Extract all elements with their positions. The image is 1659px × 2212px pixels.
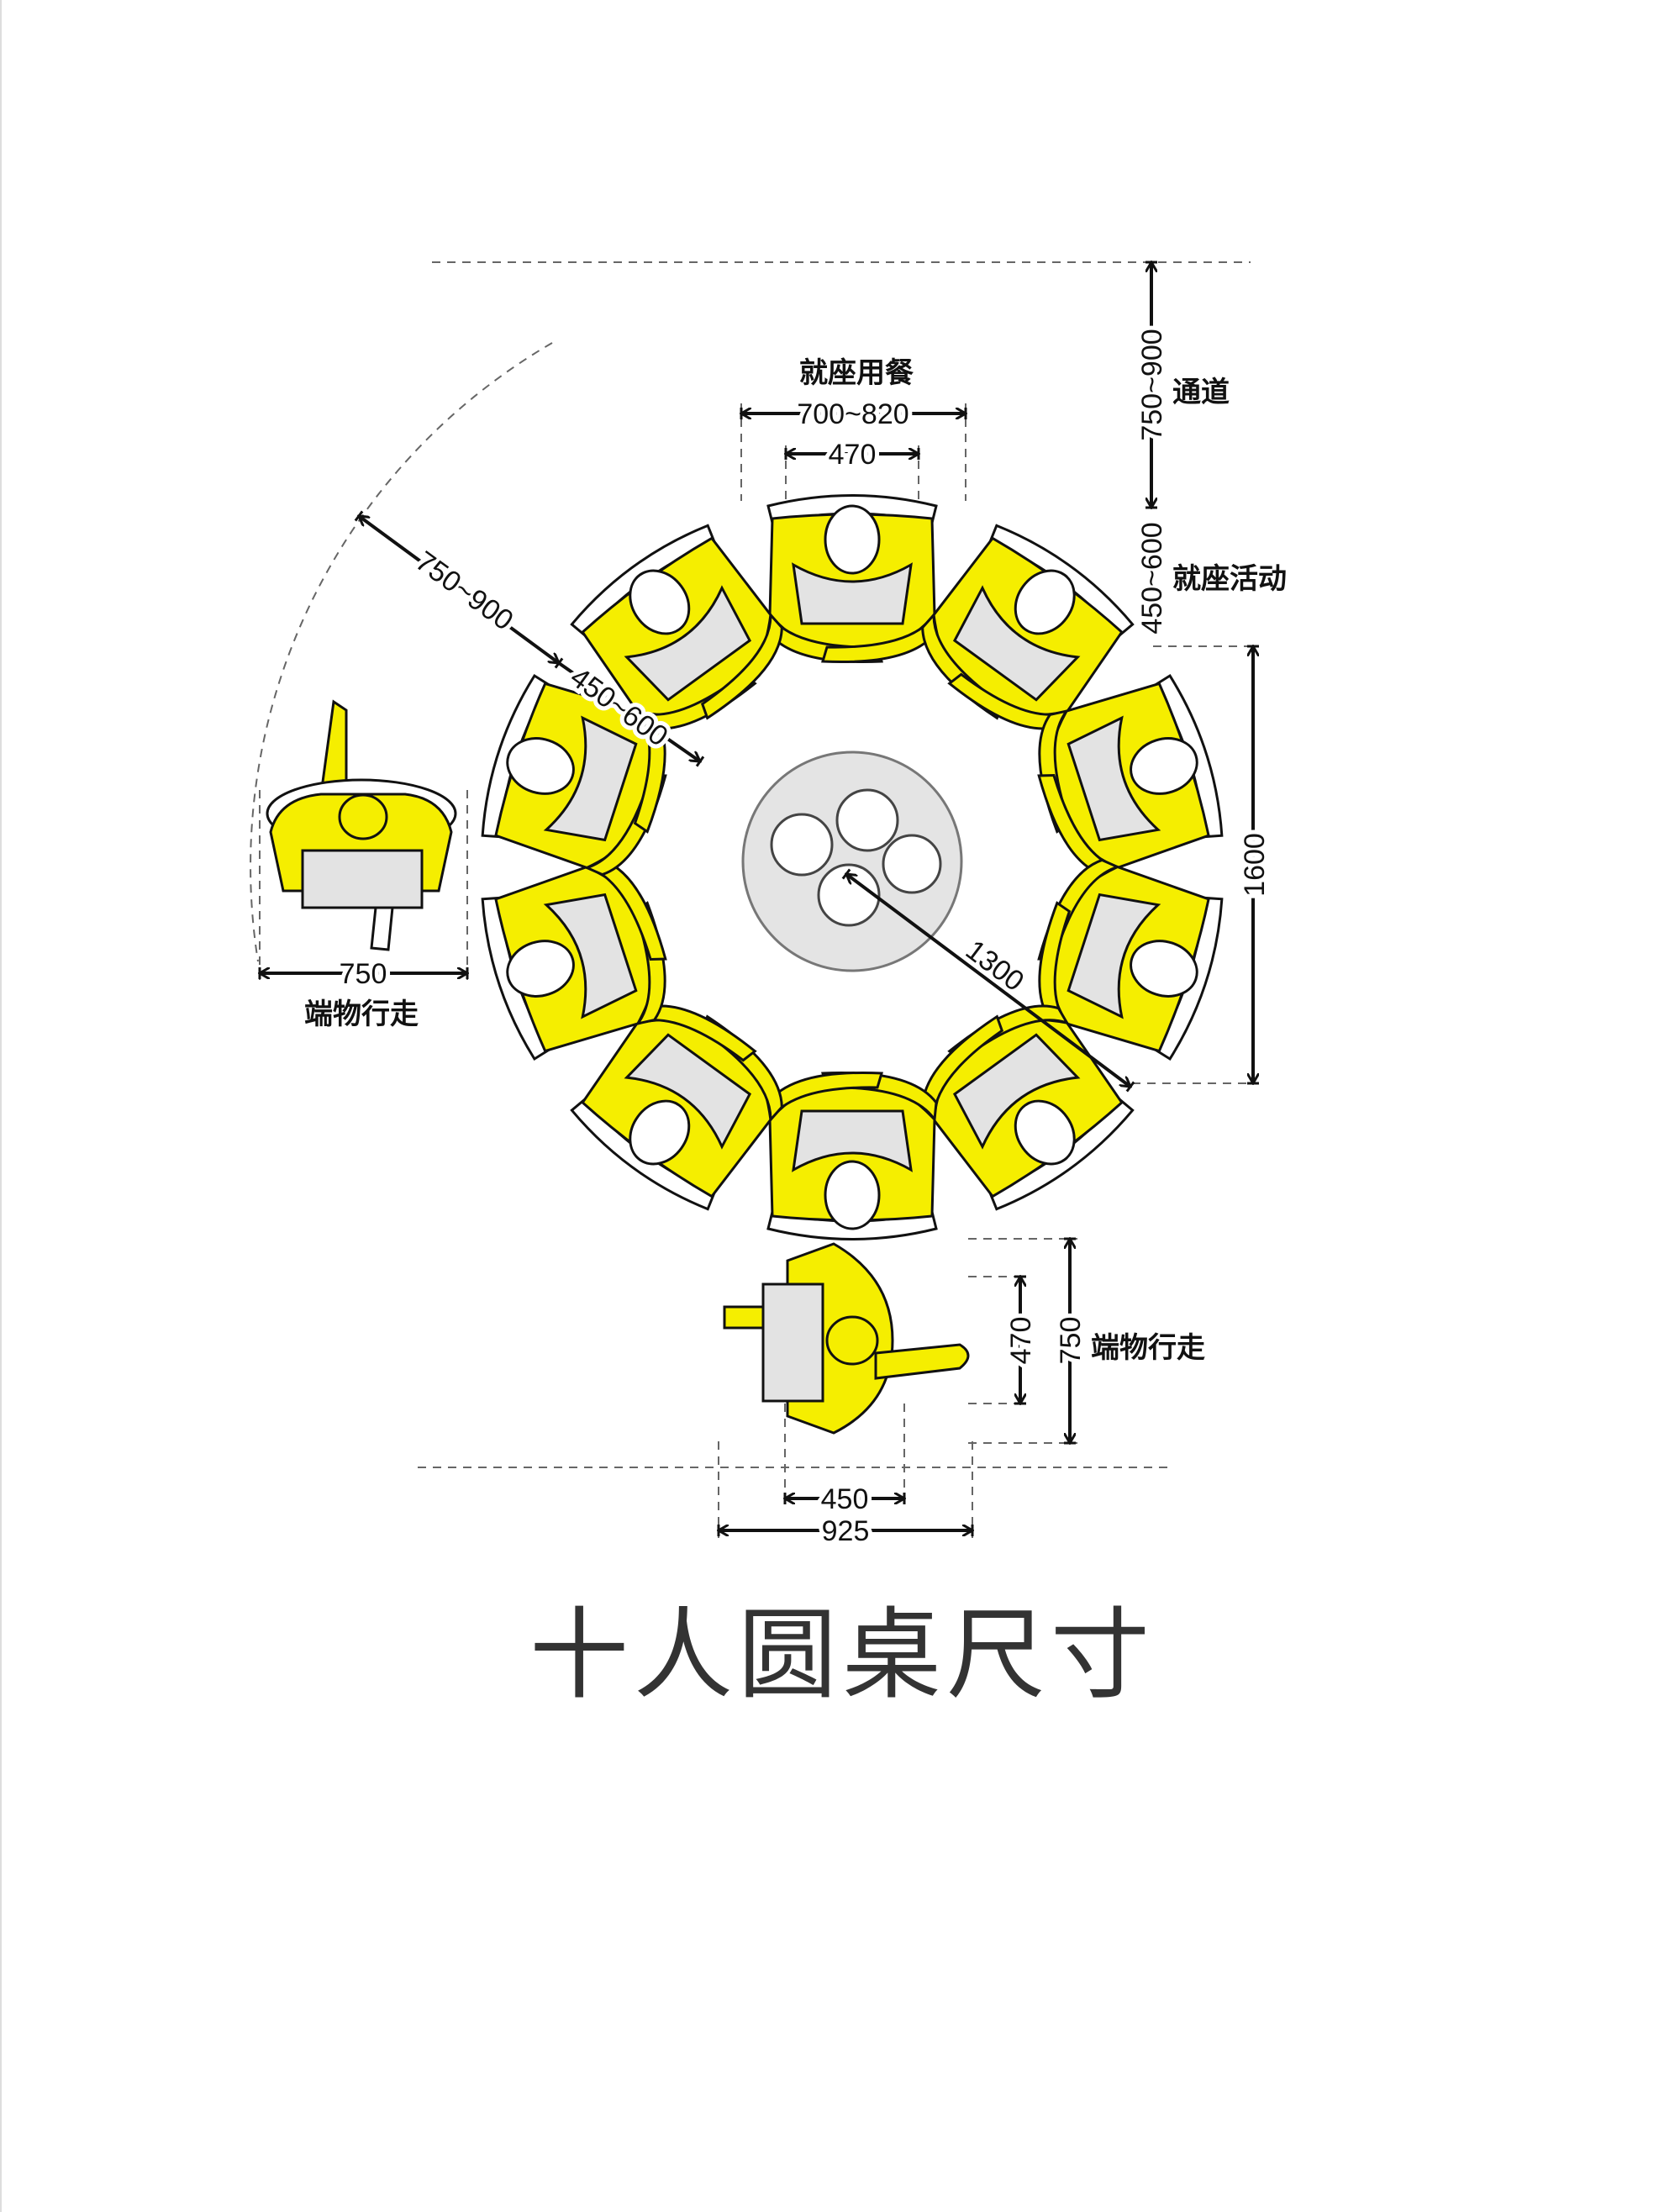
label-left-walk-width: 750 (340, 958, 387, 990)
seated-person (766, 1071, 938, 1240)
dim-diag-aisle (359, 516, 559, 663)
tray (301, 849, 424, 909)
label-diag-aisle: 750~900 (409, 545, 519, 637)
label-bottom-body-depth: 470 (1005, 1317, 1037, 1365)
label-bottom-walk-depth: 750 (1055, 1317, 1087, 1365)
label-body-width: 450 (821, 1483, 869, 1515)
seated-person (1037, 673, 1224, 877)
page-title: 十人圆桌尺寸 (529, 1597, 1155, 1713)
label-seated-activity: 就座活动 (1172, 562, 1287, 596)
label-table-diameter: 1600 (1239, 833, 1271, 897)
label-seat-width: 700~820 (797, 398, 908, 430)
label-person-width: 470 (829, 439, 877, 471)
dish-plate (882, 834, 942, 894)
dish-plate (770, 813, 834, 877)
dim-radius (846, 874, 1130, 1087)
dim-diag-activity (557, 661, 700, 761)
waiter-bottom (723, 1242, 970, 1435)
seated-person (921, 524, 1135, 730)
label-total-width: 925 (822, 1515, 870, 1547)
aisle-arc (250, 342, 553, 962)
tray (761, 1282, 824, 1403)
seated-person (481, 858, 667, 1061)
seated-person (766, 494, 938, 664)
label-left-walk: 端物行走 (304, 998, 419, 1031)
label-activity-range: 450~600 (1136, 522, 1168, 634)
label-aisle: 通道 (1172, 376, 1230, 409)
dish-plate (835, 788, 899, 852)
seated-person (570, 524, 783, 730)
seated-person (570, 1004, 783, 1211)
waiter-left (266, 699, 457, 951)
label-seated-dining: 就座用餐 (799, 356, 914, 390)
label-aisle-range: 750~900 (1136, 329, 1168, 440)
label-bottom-walk: 端物行走 (1091, 1331, 1205, 1365)
seated-person (481, 673, 667, 877)
